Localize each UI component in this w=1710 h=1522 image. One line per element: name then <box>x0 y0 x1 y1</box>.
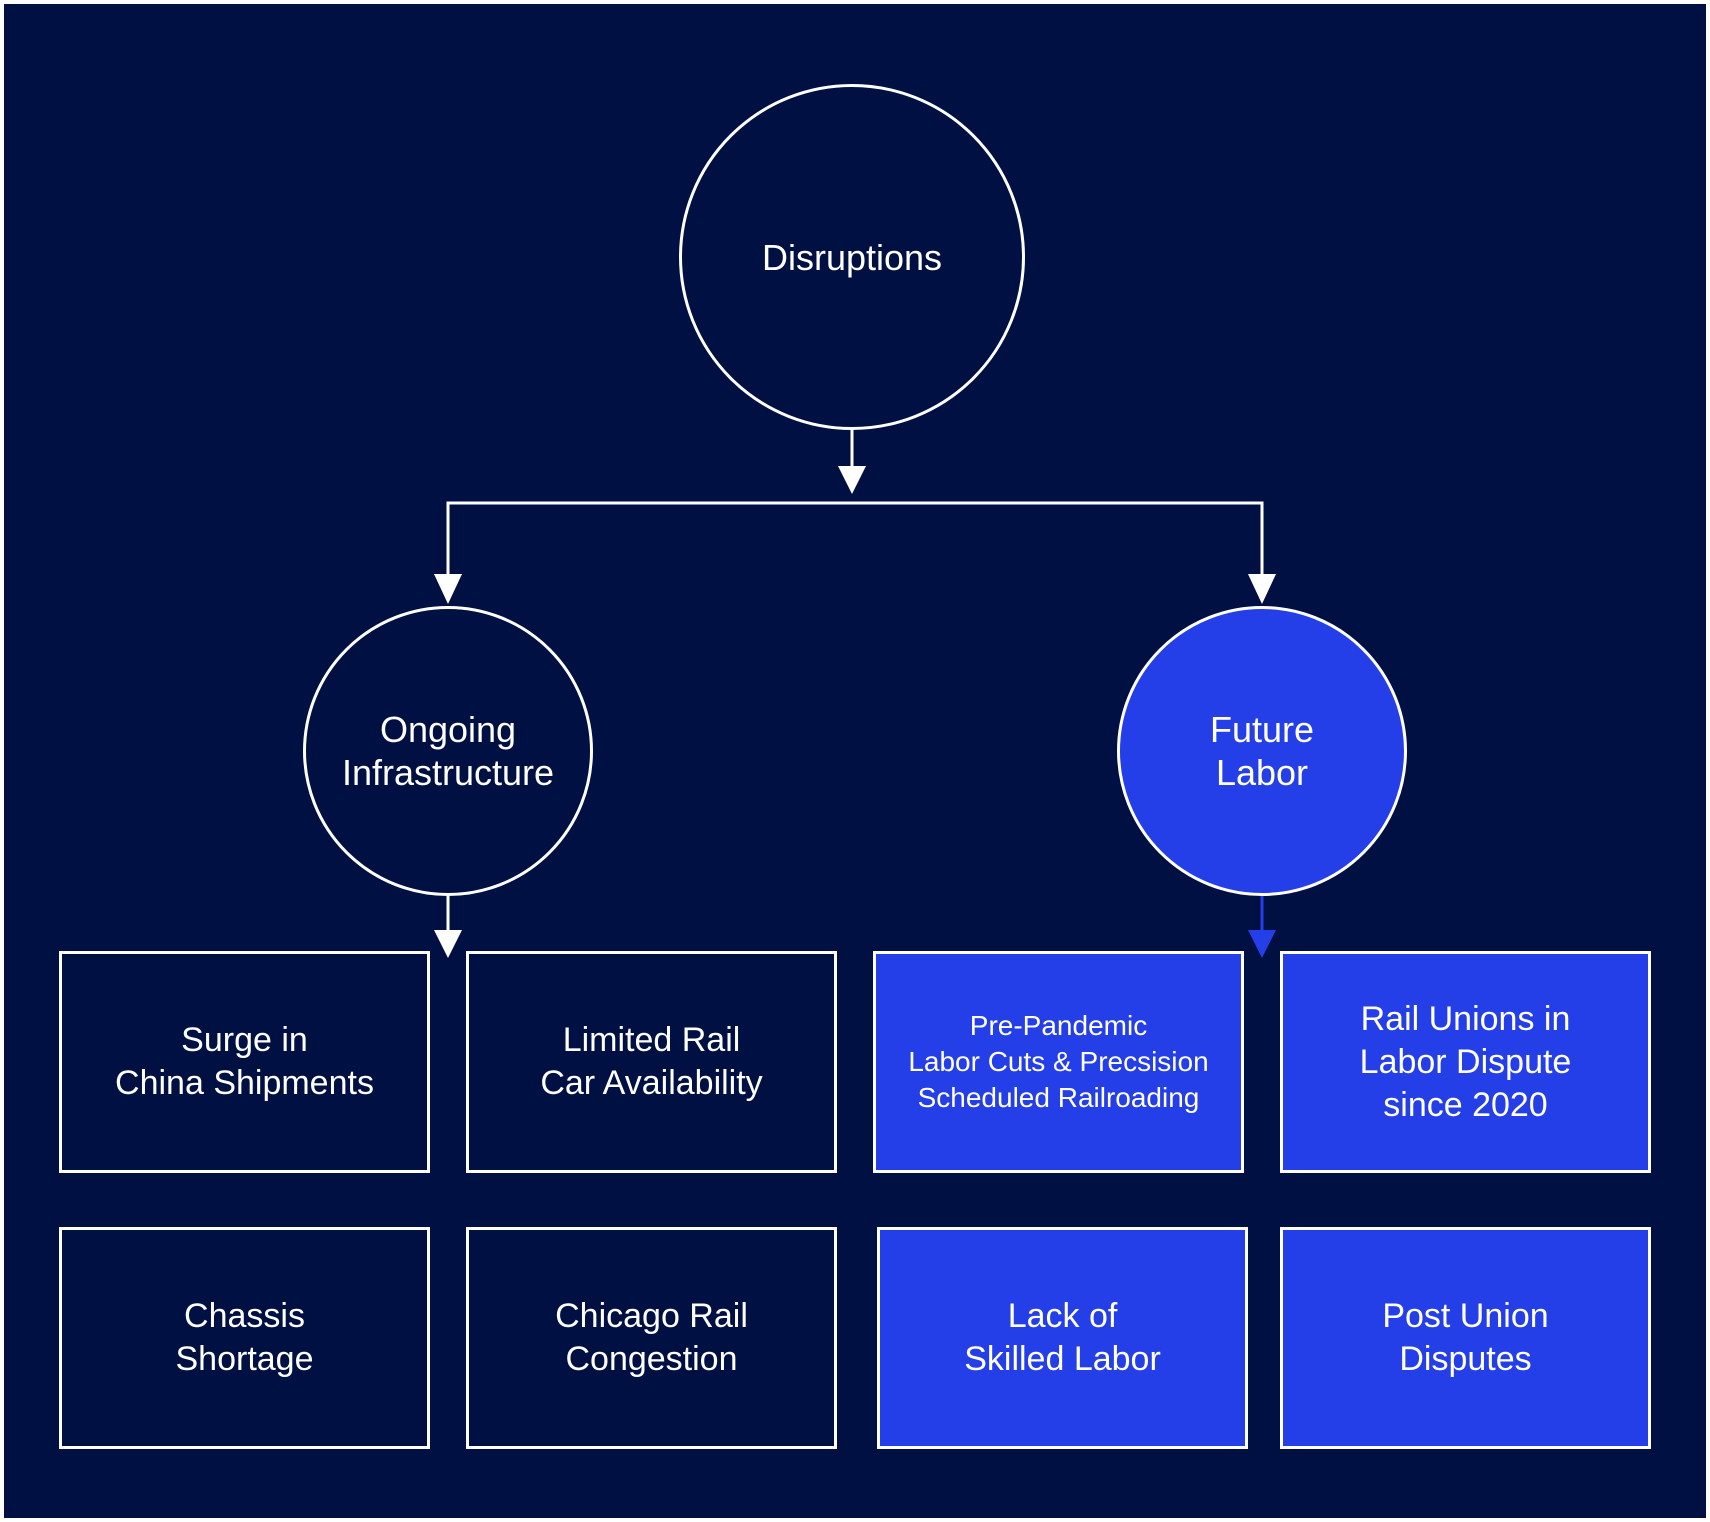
root-node-disruptions: Disruptions <box>679 84 1025 430</box>
branch-node-label: Future Labor <box>1209 709 1315 793</box>
right-child-arrow-head <box>1248 930 1276 958</box>
item-surge-in-china-shipments: Surge in China Shipments <box>59 951 430 1173</box>
item-chassis-shortage: Chassis Shortage <box>59 1227 430 1449</box>
item-limited-rail-car-availability: Limited Rail Car Availability <box>466 951 837 1173</box>
item-pre-pandemic-labor-cuts: Pre-Pandemic Labor Cuts & Precsision Sch… <box>873 951 1244 1173</box>
item-label: Surge in China Shipments <box>115 1021 374 1102</box>
branch-node-future-labor: Future Labor <box>1117 606 1407 896</box>
root-node-label: Disruptions <box>761 236 943 278</box>
item-rail-unions-labor-dispute: Rail Unions in Labor Dispute since 2020 <box>1280 951 1651 1173</box>
item-label: Pre-Pandemic Labor Cuts & Precsision Sch… <box>908 1010 1209 1113</box>
branch-node-ongoing-infrastructure: Ongoing Infrastructure <box>303 606 593 896</box>
item-label: Limited Rail Car Availability <box>540 1021 763 1102</box>
item-label: Lack of Skilled Labor <box>964 1297 1161 1378</box>
branch-bracket <box>446 501 1264 578</box>
item-label: Post Union Disputes <box>1382 1297 1549 1378</box>
item-chicago-rail-congestion: Chicago Rail Congestion <box>466 1227 837 1449</box>
item-label: Chassis Shortage <box>175 1297 314 1378</box>
item-post-union-disputes: Post Union Disputes <box>1280 1227 1651 1449</box>
left-branch-arrow-head <box>434 574 462 604</box>
branch-node-label: Ongoing Infrastructure <box>341 709 555 793</box>
item-label: Rail Unions in Labor Dispute since 2020 <box>1359 999 1572 1124</box>
item-lack-of-skilled-labor: Lack of Skilled Labor <box>877 1227 1248 1449</box>
right-branch-arrow-head <box>1248 574 1276 604</box>
item-label: Chicago Rail Congestion <box>555 1297 748 1378</box>
left-child-arrow-head <box>434 930 462 958</box>
root-arrow-head <box>838 466 866 494</box>
